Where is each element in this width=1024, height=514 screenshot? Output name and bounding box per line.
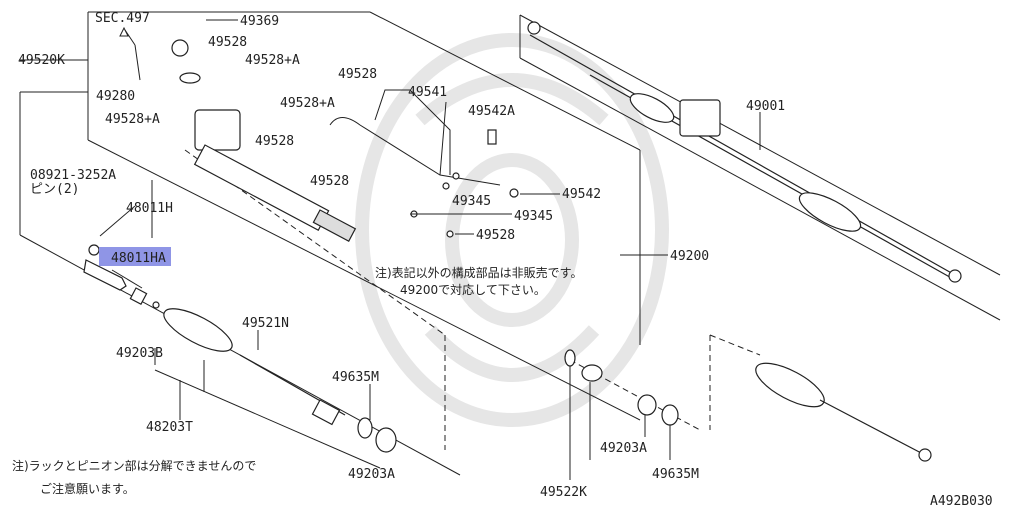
label-49280[interactable]: 49280 xyxy=(96,89,135,104)
label-49528[interactable]: 49528 xyxy=(255,134,294,149)
label-48011HA[interactable]: 48011HA xyxy=(111,251,166,266)
pinion-housing xyxy=(119,26,357,242)
label-49345[interactable]: 49345 xyxy=(514,209,553,224)
note1-line1: 注)表記以外の構成部品は非販売です。 xyxy=(375,265,582,280)
tie-rod-right xyxy=(564,349,932,462)
tie-rod-left xyxy=(83,244,397,453)
notes: 注)表記以外の構成部品は非販売です。 49200で対応して下さい。 注)ラックと… xyxy=(12,265,582,496)
label-49542A[interactable]: 49542A xyxy=(468,104,515,119)
watermark-emblem xyxy=(355,33,669,427)
label-08921[interactable]: 08921-3252A xyxy=(30,168,116,183)
gear-assembly xyxy=(527,21,962,283)
note1-line2: 49200で対応して下さい。 xyxy=(400,283,546,297)
label-49541[interactable]: 49541 xyxy=(408,85,447,100)
label-49369[interactable]: 49369 xyxy=(240,14,279,29)
label-49203A[interactable]: 49203A xyxy=(348,467,395,482)
label-49635M[interactable]: 49635M xyxy=(652,467,699,482)
label-49528A[interactable]: 49528+A xyxy=(280,96,335,111)
label-48203T[interactable]: 48203T xyxy=(146,420,193,435)
label-49528[interactable]: 49528 xyxy=(338,67,377,82)
label-49528[interactable]: 49528 xyxy=(476,228,515,243)
label-49635M[interactable]: 49635M xyxy=(332,370,379,385)
label-49528A[interactable]: 49528+A xyxy=(245,53,300,68)
label-49520K[interactable]: 49520K xyxy=(18,53,65,68)
label-49528[interactable]: 49528 xyxy=(208,35,247,50)
diagram-id: A492B030 xyxy=(930,494,993,509)
leader-lines xyxy=(20,19,761,480)
label-49542[interactable]: 49542 xyxy=(562,187,601,202)
label-sec497[interactable]: SEC.497 xyxy=(95,11,150,26)
label-49001[interactable]: 49001 xyxy=(746,99,785,114)
label-pin: ピン(2) xyxy=(30,182,79,197)
note2-line2: ご注意願います。 xyxy=(40,481,135,496)
label-49528A[interactable]: 49528+A xyxy=(105,112,160,127)
label-49200[interactable]: 49200 xyxy=(670,249,709,264)
label-49521N[interactable]: 49521N xyxy=(242,316,289,331)
label-49345[interactable]: 49345 xyxy=(452,194,491,209)
label-49203A[interactable]: 49203A xyxy=(600,441,647,456)
label-49522K[interactable]: 49522K xyxy=(540,485,587,500)
part-labels: SEC.497 49369 49528 49528+A 49520K 49280… xyxy=(18,11,993,509)
label-49203B[interactable]: 49203B xyxy=(116,346,163,361)
highlight-box xyxy=(99,247,171,266)
label-49528[interactable]: 49528 xyxy=(310,174,349,189)
label-48011H[interactable]: 48011H xyxy=(126,201,173,216)
note2-line1: 注)ラックとピニオン部は分解できませんので xyxy=(12,458,256,473)
